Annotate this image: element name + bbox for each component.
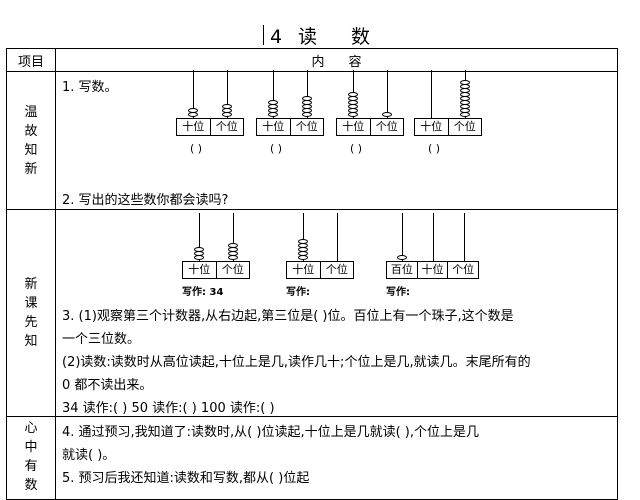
abacus-base: 百位十位个位: [386, 261, 479, 279]
header-item: 项目: [6, 48, 56, 72]
abacus-base: 十位个位: [182, 261, 250, 279]
abacus-rod: [387, 70, 388, 118]
abacus-label: 个位: [295, 120, 318, 133]
abacus-bead: [222, 104, 232, 109]
q2-text: 2. 写出的这些数你都会读吗?: [62, 193, 229, 208]
title-word-1: 读: [298, 26, 318, 48]
write-label: 写作:: [386, 287, 410, 298]
abacus-bead: [460, 80, 470, 85]
abacus-label: 十位: [415, 119, 449, 135]
answer-blank: ( ): [190, 142, 203, 155]
q3-line-4: 0 都不读出来。: [62, 378, 153, 393]
abacus-rod: [199, 213, 200, 261]
abacus-rod: [337, 213, 338, 261]
mind-label-char: 有: [24, 459, 38, 474]
q3-line-5: 34 读作:( ) 50 读作:( ) 100 读作:( ): [62, 401, 275, 416]
write-label: 写作:: [286, 287, 310, 298]
abacus-base: 十位个位: [176, 118, 244, 136]
abacus-label: 个位: [375, 120, 398, 133]
q3-line-2: 一个三位数。: [62, 332, 141, 347]
abacus-bead: [194, 247, 204, 252]
abacus-label: 十位: [183, 262, 217, 278]
header-row: 项目 内容: [6, 48, 618, 72]
mind-label-char: 心: [24, 421, 38, 436]
q4-line-2: 就读( )。: [62, 448, 116, 463]
title-word-2: 数: [351, 26, 371, 48]
abacus-rod: [463, 213, 465, 261]
header-content: 内容: [55, 48, 618, 72]
q5-line-1: 5. 预习后我还知道:读数和写数,都从( )位起: [62, 471, 310, 486]
abacus-base: 十位个位: [286, 261, 354, 279]
answer-blank: ( ): [428, 142, 441, 155]
review-row: 温 故 知 新 1. 写数。 十位个位( )十位个位( )十位个位( )十位个位…: [6, 70, 618, 210]
abacus-bead: [268, 100, 278, 105]
abacus-bead: [382, 112, 392, 117]
review-label-char: 故: [24, 123, 38, 139]
worksheet-table: 项目 内容 温 故 知 新 1. 写数。 十位个位( )十位个位( )十位个位(…: [6, 48, 618, 500]
mind-content: 4. 通过预习,我知道了:读数时,从( )位读起,十位上是几就读( ),个位上是…: [55, 416, 618, 500]
header-content-1: 内: [311, 54, 325, 70]
abacus-label: 十位: [418, 262, 449, 278]
abacus-base: 十位个位: [256, 118, 324, 136]
review-content: 1. 写数。 十位个位( )十位个位( )十位个位( )十位个位( ) 2. 写…: [55, 70, 618, 210]
abacus-base: 十位个位: [336, 118, 404, 136]
abacus-rod: [193, 70, 194, 118]
abacus-rod: [303, 213, 304, 261]
mind-label-char: 中: [24, 440, 38, 455]
q4-line-1: 4. 通过预习,我知道了:读数时,从( )位读起,十位上是几就读( ),个位上是…: [62, 425, 479, 440]
q3-line-3: (2)读数:读数时从高位读起,十位上是几,读作几十;个位上是几,就读几。末尾所有…: [62, 355, 531, 370]
answer-blank: ( ): [270, 142, 283, 155]
q3-line-1: 3. (1)观察第三个计数器,从右边起,第三位是( )位。百位上有一个珠子,这个…: [62, 309, 514, 324]
abacus-bead: [188, 108, 198, 113]
abacus-rod: [307, 70, 308, 118]
new-label-char: 新: [24, 277, 38, 292]
mind-label: 心 中 有 数: [6, 416, 56, 500]
mind-row: 心 中 有 数 4. 通过预习,我知道了:读数时,从( )位读起,十位上是几就读…: [6, 416, 618, 500]
title-number: 4: [269, 26, 283, 48]
abacus-label: 个位: [452, 263, 475, 276]
new-label-char: 课: [24, 296, 38, 311]
review-label-char: 知: [24, 142, 38, 158]
q1-text: 1. 写数。: [62, 80, 118, 95]
abacus-label: 个位: [453, 120, 476, 133]
abacus-bead: [396, 255, 407, 260]
abacus-label: 十位: [257, 119, 291, 135]
write-label: 写作: 34: [182, 287, 224, 298]
header-content-2: 容: [348, 54, 362, 70]
abacus-label: 个位: [221, 263, 244, 276]
abacus-label: 十位: [337, 119, 371, 135]
abacus-rod: [432, 213, 434, 261]
answer-blank: ( ): [350, 142, 363, 155]
abacus-label: 百位: [387, 262, 418, 278]
text-cursor: [263, 25, 264, 45]
new-label-char: 知: [24, 334, 38, 349]
abacus-bead: [302, 96, 312, 101]
abacus-rod: [227, 70, 228, 118]
abacus-rod: [431, 70, 432, 118]
abacus-label: 十位: [287, 262, 321, 278]
abacus-bead: [348, 92, 358, 97]
new-label: 新 课 先 知: [6, 209, 56, 417]
abacus-label: 个位: [325, 263, 348, 276]
review-label-char: 新: [24, 161, 38, 177]
review-label-char: 温: [24, 104, 38, 120]
abacus-rod: [273, 70, 274, 118]
new-label-char: 先: [24, 315, 38, 330]
abacus-label: 十位: [177, 119, 211, 135]
abacus-bead: [228, 243, 238, 248]
abacus-label: 个位: [215, 120, 238, 133]
abacus-rod: [233, 213, 234, 261]
abacus-bead: [298, 239, 308, 244]
abacus-rod: [401, 213, 403, 261]
review-label: 温 故 知 新: [6, 71, 56, 210]
abacus-base: 十位个位: [414, 118, 482, 136]
mind-label-char: 数: [24, 478, 38, 493]
